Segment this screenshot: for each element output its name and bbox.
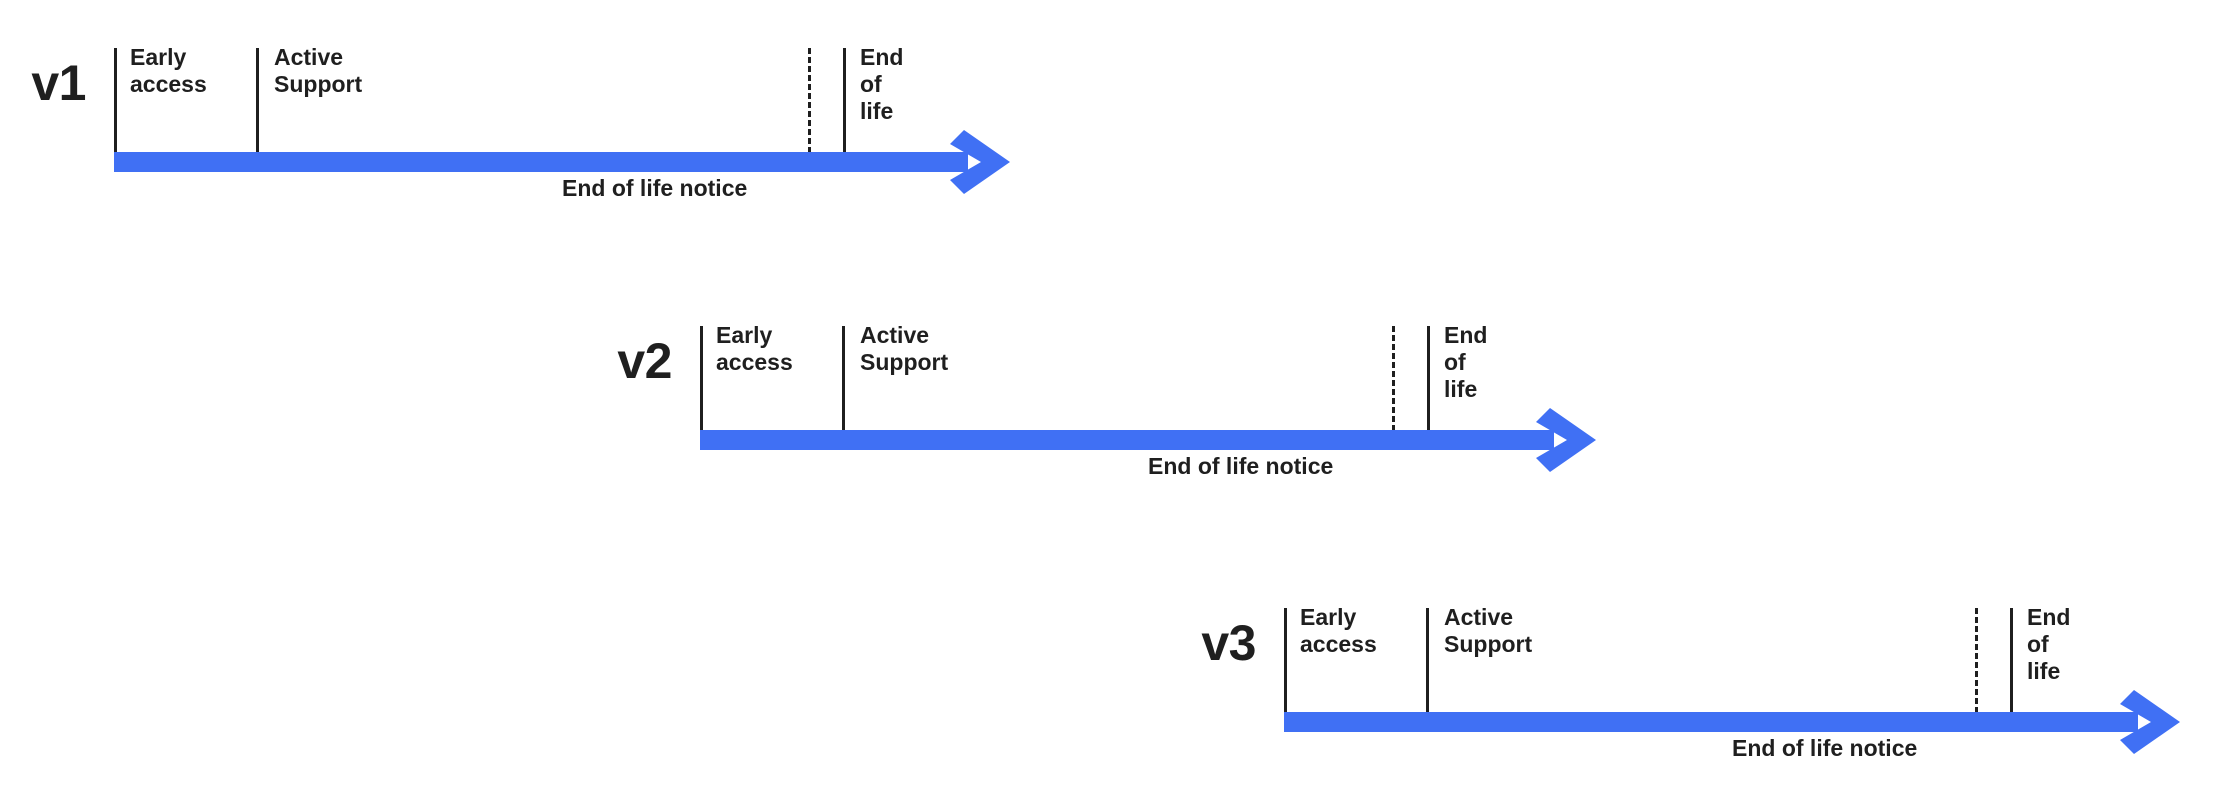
divider-v2-end-of-life-notice-dashed <box>1392 326 1395 431</box>
divider-v2-active-support-start <box>842 326 845 431</box>
version-label-v2: v2 <box>617 333 672 389</box>
arrow-right-icon-v3 <box>2120 690 2180 754</box>
divider-v1-end-of-life-notice-dashed <box>808 48 811 153</box>
lifecycle-bar-v2 <box>700 430 1554 450</box>
phase-label-v1-end-of-life: End of life <box>860 44 904 124</box>
notice-label-v3: End of life notice <box>1732 735 1918 761</box>
divider-v3-end-of-life-start <box>2010 608 2013 713</box>
phase-label-v2-active-support: Active Support <box>860 322 949 375</box>
phase-label-v3-early-access: Early access <box>1300 604 1377 657</box>
divider-v1-end-of-life-start <box>843 48 846 153</box>
phase-label-v3-end-of-life: End of life <box>2027 604 2071 684</box>
phase-label-v3-active-support: Active Support <box>1444 604 1533 657</box>
divider-v3-early-access-start <box>1284 608 1287 713</box>
lifecycle-bar-v3 <box>1284 712 2138 732</box>
notice-label-v1: End of life notice <box>562 175 748 201</box>
phase-label-v2-end-of-life: End of life <box>1444 322 1488 402</box>
divider-v3-end-of-life-notice-dashed <box>1975 608 1978 713</box>
phase-label-v1-early-access: Early access <box>130 44 207 97</box>
divider-v2-end-of-life-start <box>1427 326 1430 431</box>
phase-label-v2-early-access: Early access <box>716 322 793 375</box>
arrow-right-icon-v1 <box>950 130 1010 194</box>
divider-v1-early-access-start <box>114 48 117 153</box>
version-label-v1: v1 <box>31 55 86 111</box>
divider-v3-active-support-start <box>1426 608 1429 713</box>
lifecycle-bar-v1 <box>114 152 968 172</box>
divider-v2-early-access-start <box>700 326 703 431</box>
arrow-right-icon-v2 <box>1536 408 1596 472</box>
version-label-v3: v3 <box>1201 615 1256 671</box>
phase-label-v1-active-support: Active Support <box>274 44 363 97</box>
notice-label-v2: End of life notice <box>1148 453 1334 479</box>
divider-v1-active-support-start <box>256 48 259 153</box>
